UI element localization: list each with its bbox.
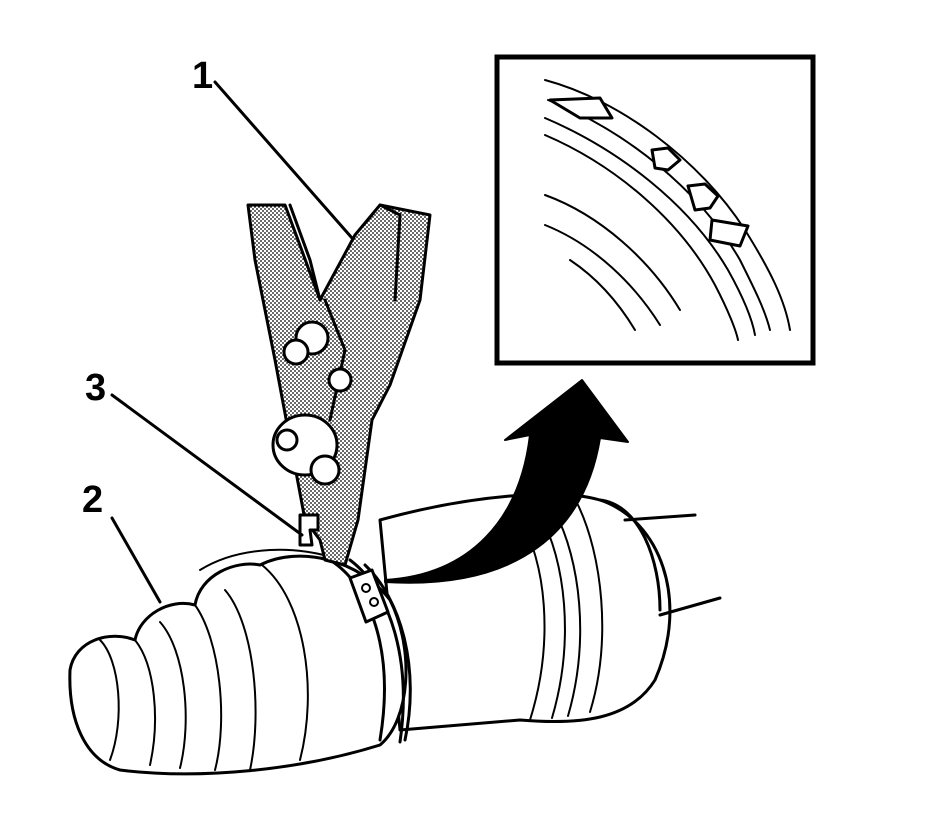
leader-line-1 — [213, 80, 354, 240]
callout-2: 2 — [82, 479, 103, 521]
clamp-pliers-tool — [246, 203, 432, 567]
inset-frame — [494, 54, 816, 366]
leader-line-3 — [110, 393, 304, 537]
curved-arrow — [384, 379, 629, 584]
detail-inset — [494, 54, 816, 366]
leader-line-2 — [110, 516, 162, 604]
drive-axle-shaft — [378, 492, 722, 732]
cv-boot — [68, 548, 412, 776]
callout-1: 1 — [192, 55, 213, 97]
callout-3: 3 — [85, 367, 106, 409]
